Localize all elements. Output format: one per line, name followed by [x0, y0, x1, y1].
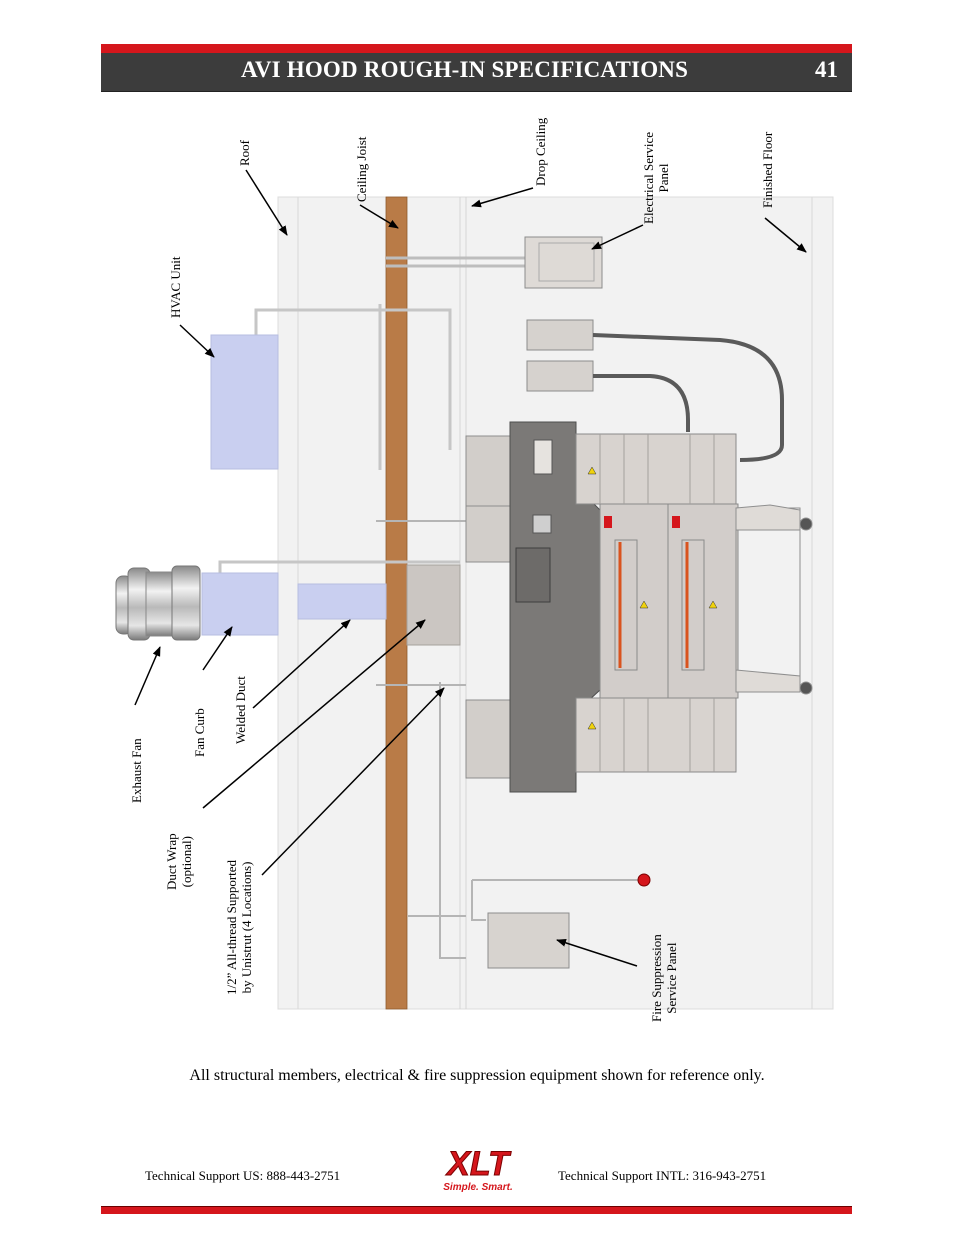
label-fan-curb: Fan Curb — [192, 708, 207, 757]
label-ceiling-joist: Ceiling Joist — [354, 137, 369, 202]
label-fire-suppression: Fire Suppression Service Panel — [649, 934, 679, 1022]
logo-text: XLT — [445, 1145, 512, 1183]
leader-arrows — [134, 169, 807, 967]
label-finished-floor: Finished Floor — [760, 131, 775, 208]
pull-station — [637, 873, 651, 887]
electrical-service-panel — [524, 236, 603, 289]
power-cable-1 — [592, 333, 784, 462]
label-exhaust-fan: Exhaust Fan — [129, 738, 144, 803]
label-duct-wrap-line2: (optional) — [179, 836, 194, 888]
hvac-unit — [210, 334, 279, 470]
ceiling-joist — [385, 196, 408, 1010]
label-fire-line2: Service Panel — [664, 942, 679, 1014]
disconnect-box-2 — [526, 360, 594, 392]
fan-curb — [201, 572, 279, 636]
label-roof: Roof — [237, 140, 252, 166]
label-duct-wrap-line1: Duct Wrap — [164, 833, 179, 890]
support-us: Technical Support US: 888-443-2751 — [145, 1168, 341, 1183]
label-all-thread: 1/2” All-thread Supported by Unistrut (4… — [224, 860, 254, 995]
welded-duct — [297, 583, 387, 620]
logo-tagline: Simple. Smart. — [443, 1182, 512, 1193]
page-title: AVI HOOD ROUGH-IN SPECIFICATIONS — [241, 57, 689, 82]
label-hvac-unit: HVAC Unit — [168, 256, 183, 318]
duct-wrap — [406, 564, 461, 646]
reference-note: All structural members, electrical & fir… — [189, 1067, 765, 1084]
conduit-electrical — [386, 256, 526, 268]
support-intl: Technical Support INTL: 316-943-2751 — [558, 1168, 767, 1183]
label-welded-duct: Welded Duct — [233, 676, 248, 744]
label-ceiling-joist-text: Ceiling Joist — [354, 136, 369, 202]
footer-red-rule — [101, 1206, 852, 1214]
label-electrical-line1: Electrical Service — [641, 131, 656, 224]
label-drop-ceiling: Drop Ceiling — [533, 117, 548, 186]
label-electrical-line2: Panel — [656, 163, 671, 193]
conveyor-oven — [575, 433, 739, 773]
fan-curb-pipe — [218, 560, 460, 573]
power-cable-2 — [593, 374, 690, 432]
header-red-rule — [101, 44, 852, 53]
all-thread-rods — [376, 520, 640, 959]
label-electrical-panel: Electrical Service Panel — [641, 132, 671, 224]
label-duct-wrap: Duct Wrap (optional) — [164, 833, 194, 890]
oven-stand — [735, 504, 813, 695]
label-all-thread-line2: by Unistrut (4 Locations) — [239, 861, 254, 994]
label-fire-line1: Fire Suppression — [649, 934, 664, 1022]
exhaust-fan — [115, 565, 201, 641]
page-number: 41 — [815, 57, 838, 82]
disconnect-box-1 — [526, 319, 594, 351]
header-bar: AVI HOOD ROUGH-IN SPECIFICATIONS 41 — [101, 53, 852, 92]
fire-suppression-panel — [487, 912, 570, 969]
label-all-thread-line1: 1/2” All-thread Supported — [224, 859, 239, 995]
xlt-logo: XLT Simple. Smart. — [443, 1145, 512, 1194]
